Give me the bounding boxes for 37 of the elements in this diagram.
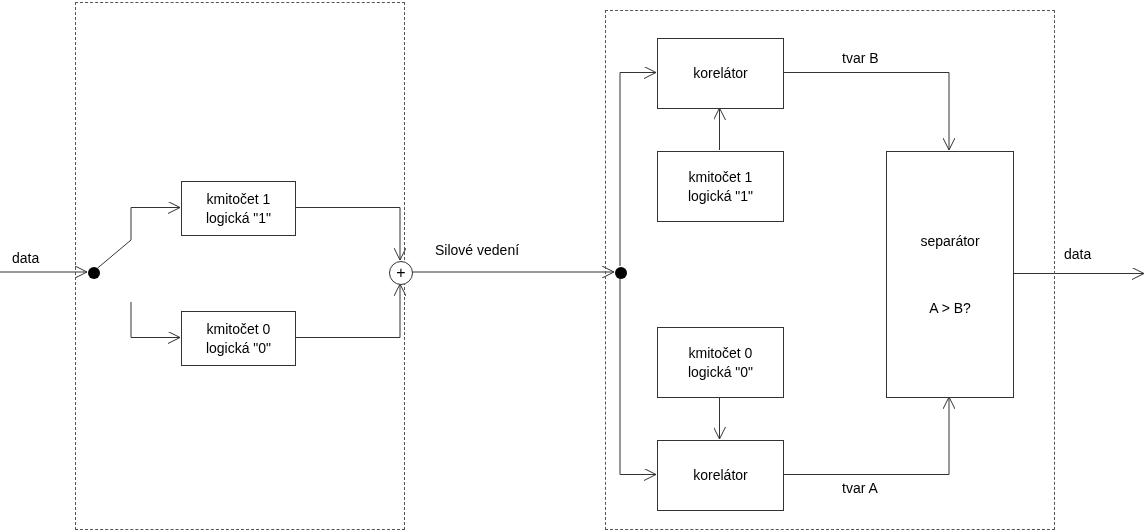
arrow: [782, 396, 956, 475]
arrow: [619, 66, 657, 267]
process-box: [657, 151, 784, 222]
arrow: [713, 107, 726, 151]
junction-dot: [615, 267, 627, 279]
process-box: [181, 181, 296, 236]
edge-label: data: [10, 250, 42, 266]
edge-label: tvar A: [840, 480, 880, 496]
block-label: separátor: [920, 232, 980, 251]
arrow: [1012, 267, 1145, 280]
block-label: korelátor: [693, 64, 748, 83]
process-box: [181, 311, 296, 366]
summing-junction: [389, 261, 413, 285]
block-label: kmitočet 0 logická "0": [204, 320, 273, 357]
process-box: [657, 440, 784, 511]
arrow: [0, 265, 88, 279]
process-box: [657, 327, 784, 398]
block-label: kmitočet 1 logická "1": [204, 190, 273, 227]
edge-label: Silové vedení: [433, 242, 522, 258]
process-box: [886, 151, 1014, 398]
process-box: [657, 38, 784, 109]
arrow: [294, 283, 407, 338]
junction-dot: [88, 267, 100, 279]
block-label: korelátor: [693, 466, 748, 485]
arrow: [619, 277, 657, 481]
block-label: kmitočet 1 logická "1": [686, 168, 755, 205]
arrow: [294, 207, 407, 261]
edge-label: tvar B: [840, 50, 881, 66]
arrow: [97, 201, 181, 269]
arrow: [713, 396, 726, 440]
edge-label: data: [1062, 246, 1094, 262]
block-label: A > B?: [929, 298, 971, 317]
arrow: [411, 265, 615, 279]
plus-sign: +: [396, 265, 406, 281]
block-label: kmitočet 0 logická "0": [686, 344, 755, 381]
arrow: [782, 72, 956, 151]
dashed-frame: [605, 10, 1055, 530]
